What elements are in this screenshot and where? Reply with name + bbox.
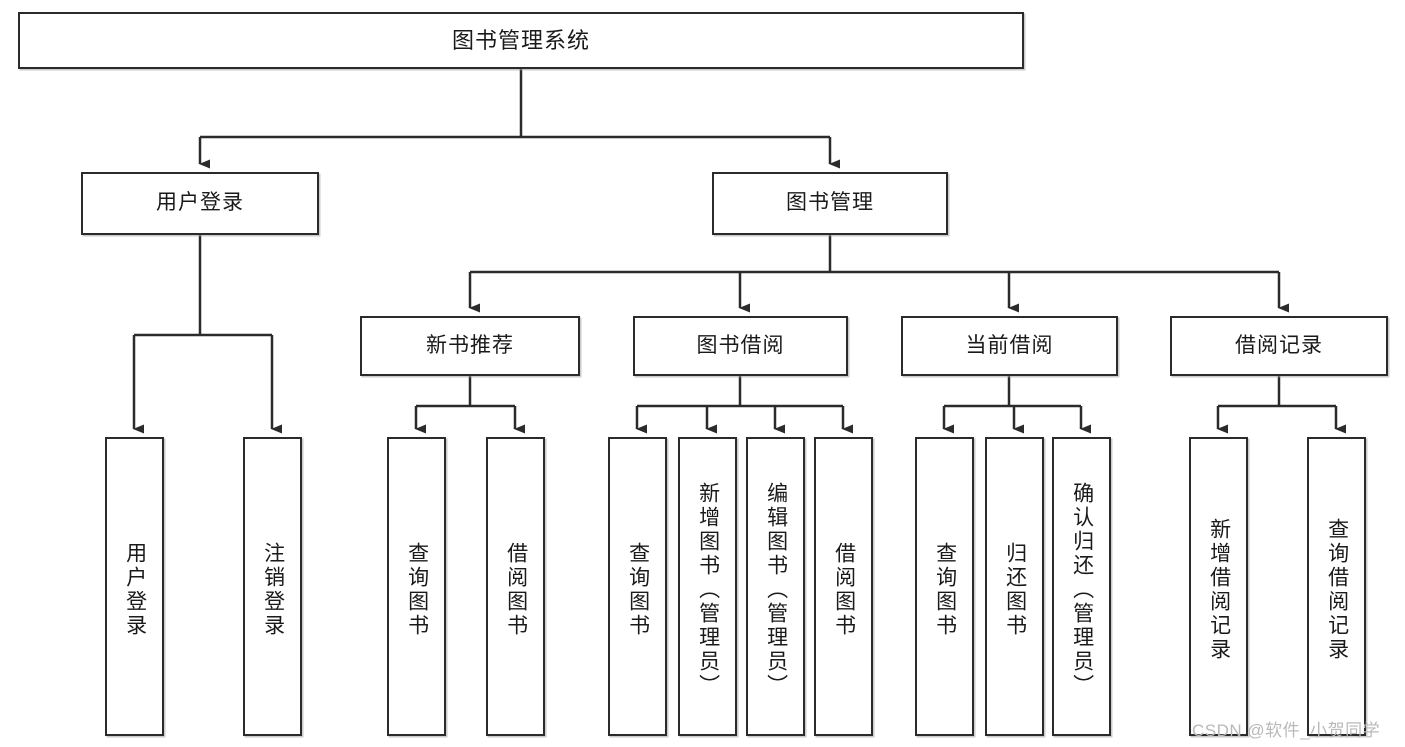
node-borrow-record-label: 借阅记录 xyxy=(1235,333,1323,357)
node-leaf-bor-add-book[interactable]: 新增图书（管理员） xyxy=(678,437,737,736)
node-leaf-rec-query-book-label: 查询图书 xyxy=(405,541,429,638)
node-leaf-cur-query-book[interactable]: 查询图书 xyxy=(915,437,974,736)
node-borrow-record[interactable]: 借阅记录 xyxy=(1170,316,1388,376)
node-leaf-bor-borrow-book[interactable]: 借阅图书 xyxy=(814,437,873,736)
node-leaf-user-logout-label: 注销登录 xyxy=(261,541,285,638)
node-leaf-cur-confirm-return-label: 确认归还（管理员） xyxy=(1070,481,1094,698)
node-user-login[interactable]: 用户登录 xyxy=(81,172,319,235)
node-leaf-cur-return-book[interactable]: 归还图书 xyxy=(985,437,1044,736)
node-user-login-label: 用户登录 xyxy=(156,191,244,215)
node-new-book-rec-label: 新书推荐 xyxy=(426,333,514,357)
node-book-manage-label: 图书管理 xyxy=(786,191,874,215)
node-current-borrow-label: 当前借阅 xyxy=(965,333,1054,357)
node-leaf-rec-query-record-label: 查询借阅记录 xyxy=(1325,517,1349,662)
node-leaf-user-login[interactable]: 用户登录 xyxy=(105,437,164,736)
node-leaf-bor-edit-book[interactable]: 编辑图书（管理员） xyxy=(746,437,805,736)
node-leaf-bor-query-book[interactable]: 查询图书 xyxy=(608,437,667,736)
node-leaf-bor-borrow-book-label: 借阅图书 xyxy=(832,541,856,638)
node-book-borrow-label: 图书借阅 xyxy=(696,333,785,357)
node-book-manage[interactable]: 图书管理 xyxy=(712,172,948,235)
node-leaf-rec-add-record-label: 新增借阅记录 xyxy=(1207,517,1231,662)
node-leaf-rec-add-record[interactable]: 新增借阅记录 xyxy=(1189,437,1248,736)
node-leaf-rec-borrow-book[interactable]: 借阅图书 xyxy=(486,437,545,736)
node-leaf-rec-query-book[interactable]: 查询图书 xyxy=(387,437,446,736)
node-book-borrow[interactable]: 图书借阅 xyxy=(633,316,848,376)
node-leaf-cur-query-book-label: 查询图书 xyxy=(933,541,957,638)
node-leaf-bor-query-book-label: 查询图书 xyxy=(626,541,650,638)
node-current-borrow[interactable]: 当前借阅 xyxy=(901,316,1118,376)
node-leaf-rec-borrow-book-label: 借阅图书 xyxy=(504,541,528,638)
node-root-label: 图书管理系统 xyxy=(451,27,590,53)
node-leaf-user-logout[interactable]: 注销登录 xyxy=(243,437,302,736)
node-root-system[interactable]: 图书管理系统 xyxy=(18,12,1024,69)
node-leaf-rec-query-record[interactable]: 查询借阅记录 xyxy=(1307,437,1366,736)
node-leaf-cur-confirm-return[interactable]: 确认归还（管理员） xyxy=(1052,437,1111,736)
node-leaf-user-login-label: 用户登录 xyxy=(123,541,147,638)
node-leaf-bor-add-book-label: 新增图书（管理员） xyxy=(696,481,720,698)
node-leaf-bor-edit-book-label: 编辑图书（管理员） xyxy=(764,481,788,698)
node-new-book-rec[interactable]: 新书推荐 xyxy=(360,316,580,376)
node-leaf-cur-return-book-label: 归还图书 xyxy=(1003,541,1027,638)
